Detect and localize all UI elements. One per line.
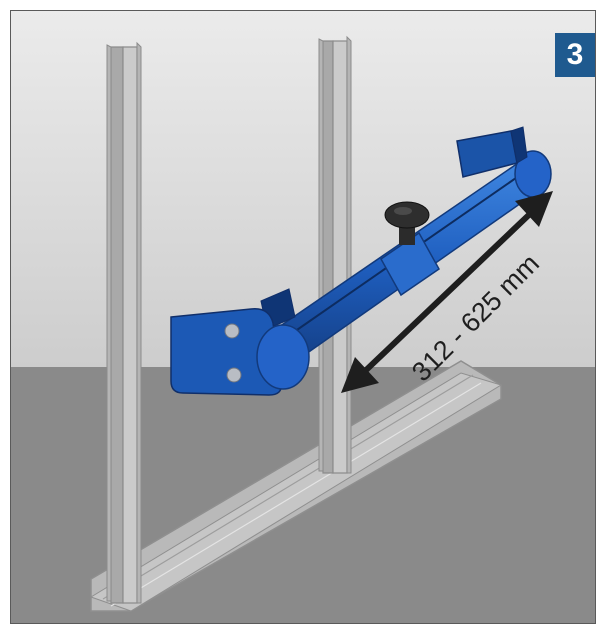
illustration-frame: 312 - 625 mm 3 (10, 10, 596, 624)
dimension-arrow-icon (341, 191, 553, 393)
step-number-badge: 3 (555, 33, 595, 77)
right-stud (318, 35, 352, 474)
stud-spacer-tool (170, 126, 552, 396)
floor-track (89, 360, 503, 612)
left-stud (106, 41, 142, 604)
installation-illustration: 312 - 625 mm (11, 11, 595, 623)
adjustment-knob-icon (384, 201, 430, 245)
